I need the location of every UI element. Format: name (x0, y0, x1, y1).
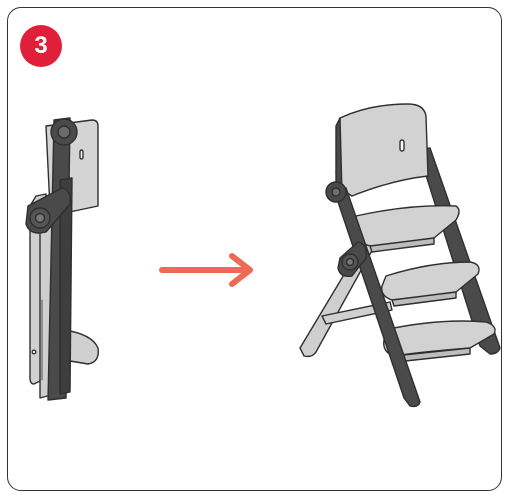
arrow-right-icon (162, 256, 250, 284)
folded-chair-illustration (26, 118, 98, 400)
unfolded-chair-illustration (300, 104, 500, 407)
backrest (336, 104, 428, 196)
seat (356, 206, 459, 246)
